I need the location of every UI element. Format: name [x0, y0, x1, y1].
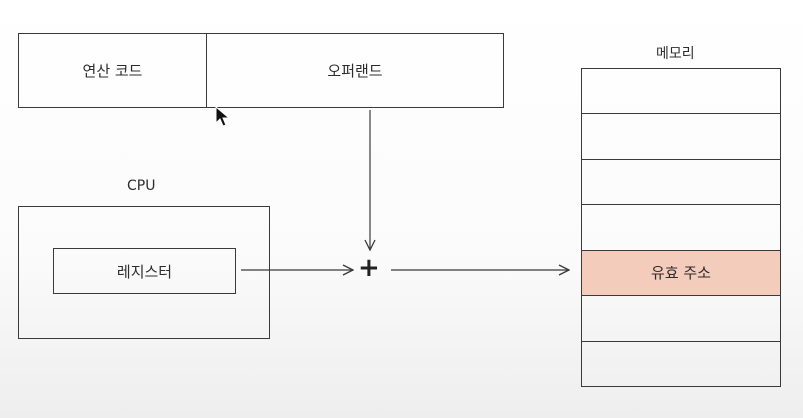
cpu-box: [18, 206, 270, 339]
opcode-field: 연산 코드: [19, 34, 207, 107]
operand-field: 오퍼랜드: [207, 34, 503, 107]
register-box: 레지스터: [53, 248, 236, 294]
memory-cell: [582, 296, 780, 342]
memory-cell-label: 유효 주소: [651, 264, 711, 283]
register-label: 레지스터: [116, 262, 173, 281]
mouse-pointer-icon: [215, 105, 231, 132]
memory-cell-effective-address: 유효 주소: [582, 250, 780, 297]
instruction-box: 연산 코드 오퍼랜드: [18, 33, 504, 108]
memory-cell: [582, 160, 780, 206]
operand-label: 오퍼랜드: [327, 62, 383, 80]
memory-cell: [582, 69, 780, 115]
adder-plus-symbol: +: [358, 253, 380, 283]
memory-cell: [582, 114, 780, 160]
opcode-label: 연산 코드: [82, 62, 143, 80]
memory-cell: [582, 205, 780, 251]
memory-box: 유효 주소: [581, 68, 781, 387]
memory-title: 메모리: [656, 46, 695, 62]
cpu-title: CPU: [127, 178, 156, 194]
